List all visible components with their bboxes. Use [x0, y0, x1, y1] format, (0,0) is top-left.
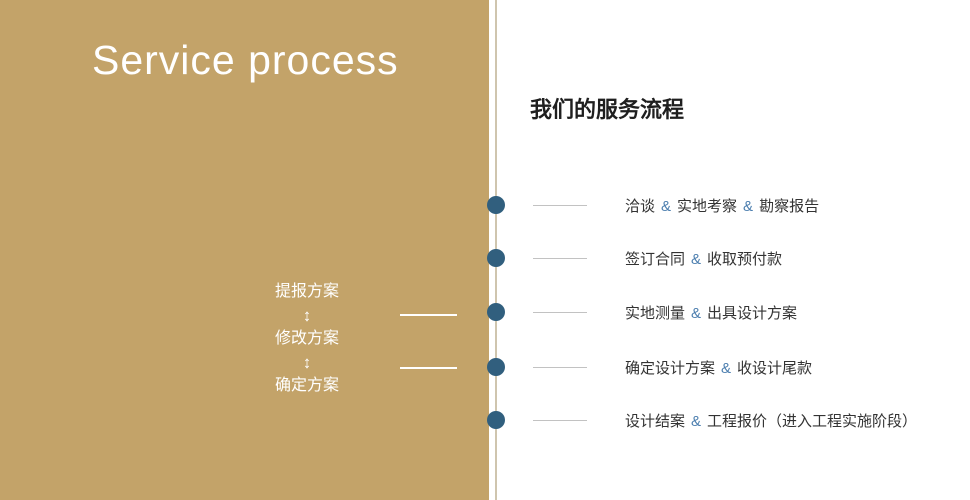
step-segment: 设计结案 [625, 412, 686, 430]
tick-line [533, 257, 587, 259]
page-title-cn: 我们的服务流程 [530, 97, 685, 122]
left-panel: Service process 提报方案 ↕ 修改方案 ↕ 确定方案 [0, 0, 489, 500]
process-step-label: 签订合同&收取预付款 [625, 248, 782, 269]
step-segment: 确定设计方案 [625, 359, 716, 377]
tick-line [533, 311, 587, 313]
timeline-dot [487, 411, 505, 429]
process-step-row: 设计结案&工程报价（进入工程实施阶段） [533, 410, 963, 430]
process-step-label: 洽谈&实地考察&勘察报告 [625, 195, 819, 216]
process-step-label: 实地测量&出具设计方案 [625, 302, 797, 323]
ampersand: & [743, 197, 754, 215]
ampersand: & [691, 250, 702, 268]
step-label-propose: 提报方案 [274, 283, 339, 300]
connector-line [400, 314, 457, 316]
up-down-arrow-icon: ↕ [302, 353, 312, 372]
process-step-label: 确定设计方案&收设计尾款 [625, 357, 812, 378]
up-down-arrow-icon: ↕ [302, 306, 312, 325]
ampersand: & [661, 197, 672, 215]
timeline-dot [487, 196, 505, 214]
step-segment: 洽谈 [625, 197, 656, 215]
process-step-row: 签订合同&收取预付款 [533, 248, 963, 268]
timeline-dot [487, 358, 505, 376]
timeline-dot [487, 249, 505, 267]
ampersand: & [691, 304, 702, 322]
page-title-en: Service process [92, 37, 399, 83]
step-segment: 出具设计方案 [707, 304, 798, 322]
step-segment: 收设计尾款 [737, 359, 813, 377]
ampersand: & [721, 359, 732, 377]
step-segment: 签订合同 [625, 250, 686, 268]
step-segment: 实地测量 [625, 304, 686, 322]
tick-line [533, 419, 587, 421]
step-segment: 勘察报告 [759, 197, 820, 215]
ampersand: & [691, 412, 702, 430]
tick-line [533, 366, 587, 368]
process-step-label: 设计结案&工程报价（进入工程实施阶段） [625, 410, 917, 431]
tick-line [533, 204, 587, 206]
step-label-revise: 修改方案 [274, 330, 339, 347]
process-step-row: 洽谈&实地考察&勘察报告 [533, 195, 963, 215]
step-segment: 实地考察 [677, 197, 738, 215]
design-steps: 提报方案 ↕ 修改方案 ↕ 确定方案 [259, 282, 355, 396]
step-segment: 工程报价（进入工程实施阶段） [707, 412, 918, 430]
process-step-row: 实地测量&出具设计方案 [533, 302, 963, 322]
process-step-row: 确定设计方案&收设计尾款 [533, 357, 963, 377]
timeline-dot [487, 303, 505, 321]
connector-line [400, 367, 457, 369]
step-label-confirm: 确定方案 [274, 377, 339, 394]
step-segment: 收取预付款 [707, 250, 783, 268]
